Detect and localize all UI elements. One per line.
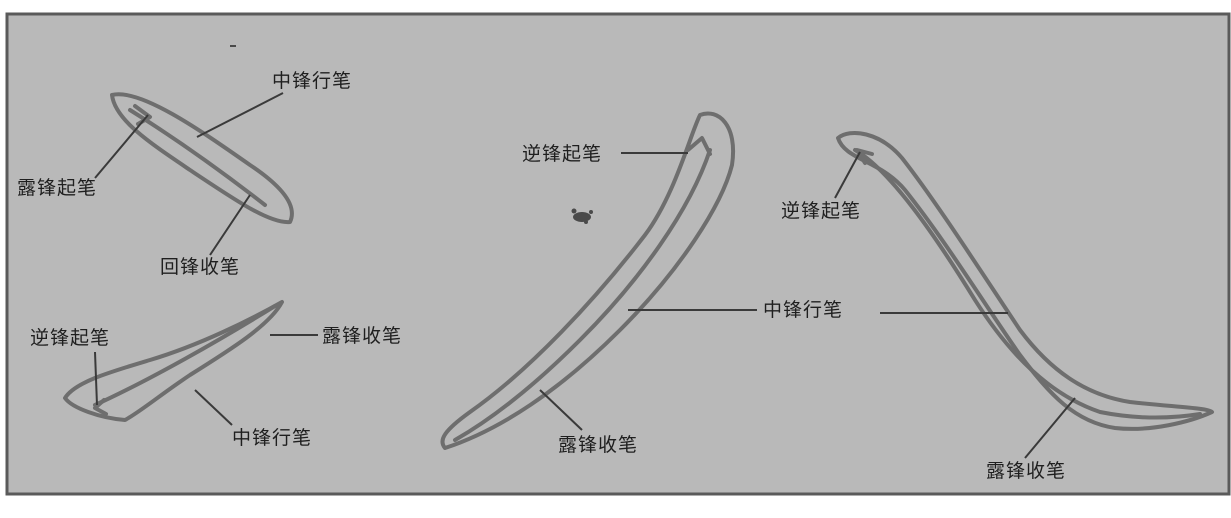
leader-stroke2-center xyxy=(194,389,233,426)
stroke-4-start-arrow xyxy=(855,148,874,165)
stroke-4-right-falling xyxy=(836,130,1214,431)
stroke-3-left-falling xyxy=(440,111,736,450)
stroke-3-outline xyxy=(440,111,736,450)
label-stroke3-start: 逆锋起笔 xyxy=(522,143,603,165)
label-stroke4-start: 逆锋起笔 xyxy=(781,200,862,222)
stroke-2-rising xyxy=(63,300,284,422)
stroke-4-outline xyxy=(836,130,1214,431)
leader-stroke4-end xyxy=(1024,397,1076,459)
label-stroke2-end: 露锋收笔 xyxy=(322,325,403,347)
label-stroke4-end: 露锋收笔 xyxy=(986,460,1067,482)
label-stroke1-end: 回锋收笔 xyxy=(160,256,241,278)
leader-stroke1-start xyxy=(94,114,149,179)
stroke-2-start-arrow xyxy=(93,398,108,416)
leader-lines xyxy=(94,92,1076,459)
label-stroke1-start: 露锋起笔 xyxy=(17,177,98,199)
panel-background xyxy=(5,12,1231,496)
stroke-4-center-path xyxy=(853,148,1202,420)
leader-stroke1-end xyxy=(209,194,251,256)
stroke-3-start-arrow xyxy=(686,136,712,156)
stroke-2-center-path xyxy=(93,304,277,407)
label-stroke3-end: 露锋收笔 xyxy=(558,434,639,456)
leader-stroke2-start xyxy=(94,351,98,406)
stroke-3-center-path xyxy=(453,148,712,442)
label-stroke2-center: 中锋行笔 xyxy=(232,427,313,449)
ink-blot xyxy=(230,45,593,224)
leader-stroke1-center xyxy=(196,92,284,138)
label-stroke1-center: 中锋行笔 xyxy=(272,70,353,92)
leader-stroke4-start xyxy=(834,151,861,199)
stroke-2-outline xyxy=(63,300,284,422)
label-stroke2-start: 逆锋起笔 xyxy=(30,327,111,349)
label-shared-center: 中锋行笔 xyxy=(763,299,844,321)
leader-stroke3-end xyxy=(539,389,583,431)
stroke-1-outline xyxy=(110,92,294,225)
